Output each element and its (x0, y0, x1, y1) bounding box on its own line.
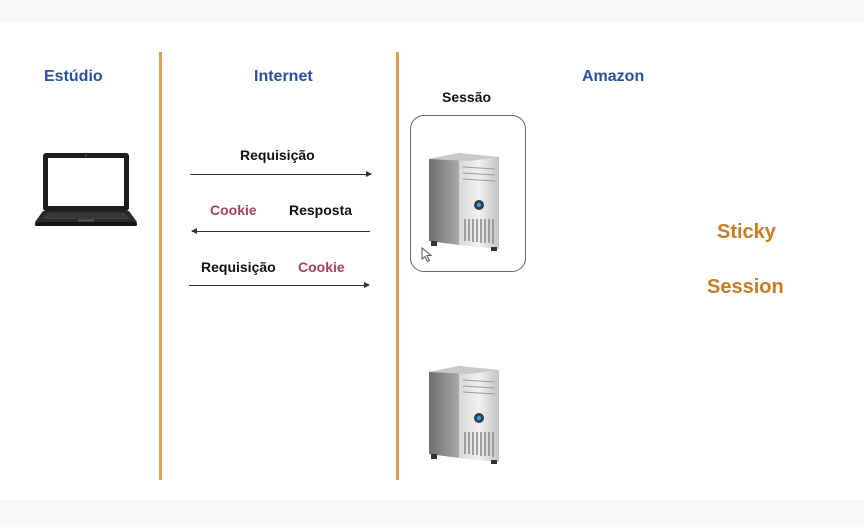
column-title-amazon: Amazon (582, 68, 645, 85)
session-label: Sessão (442, 89, 492, 105)
divider-studio-internet (159, 52, 162, 480)
request-label: Requisição (240, 147, 315, 163)
cookie-label: Cookie (210, 202, 257, 218)
response-arrow (191, 228, 370, 234)
divider-internet-amazon (396, 52, 399, 480)
sticky-label: Sticky (717, 221, 776, 243)
bottom-shade (0, 500, 864, 527)
request-arrow (190, 171, 372, 177)
request-with-cookie-label: Requisição (201, 259, 276, 275)
server-icon (427, 366, 501, 464)
request-cookie-label: Cookie (298, 259, 345, 275)
response-label: Resposta (289, 202, 353, 218)
request-with-cookie-arrow (189, 282, 370, 288)
server-icon (427, 153, 501, 251)
laptop-icon (34, 150, 138, 230)
column-title-studio: Estúdio (44, 68, 103, 85)
session-type-label: Session (707, 276, 784, 298)
mouse-cursor-icon (421, 247, 433, 263)
column-title-internet: Internet (254, 68, 313, 85)
top-shade (0, 0, 864, 22)
